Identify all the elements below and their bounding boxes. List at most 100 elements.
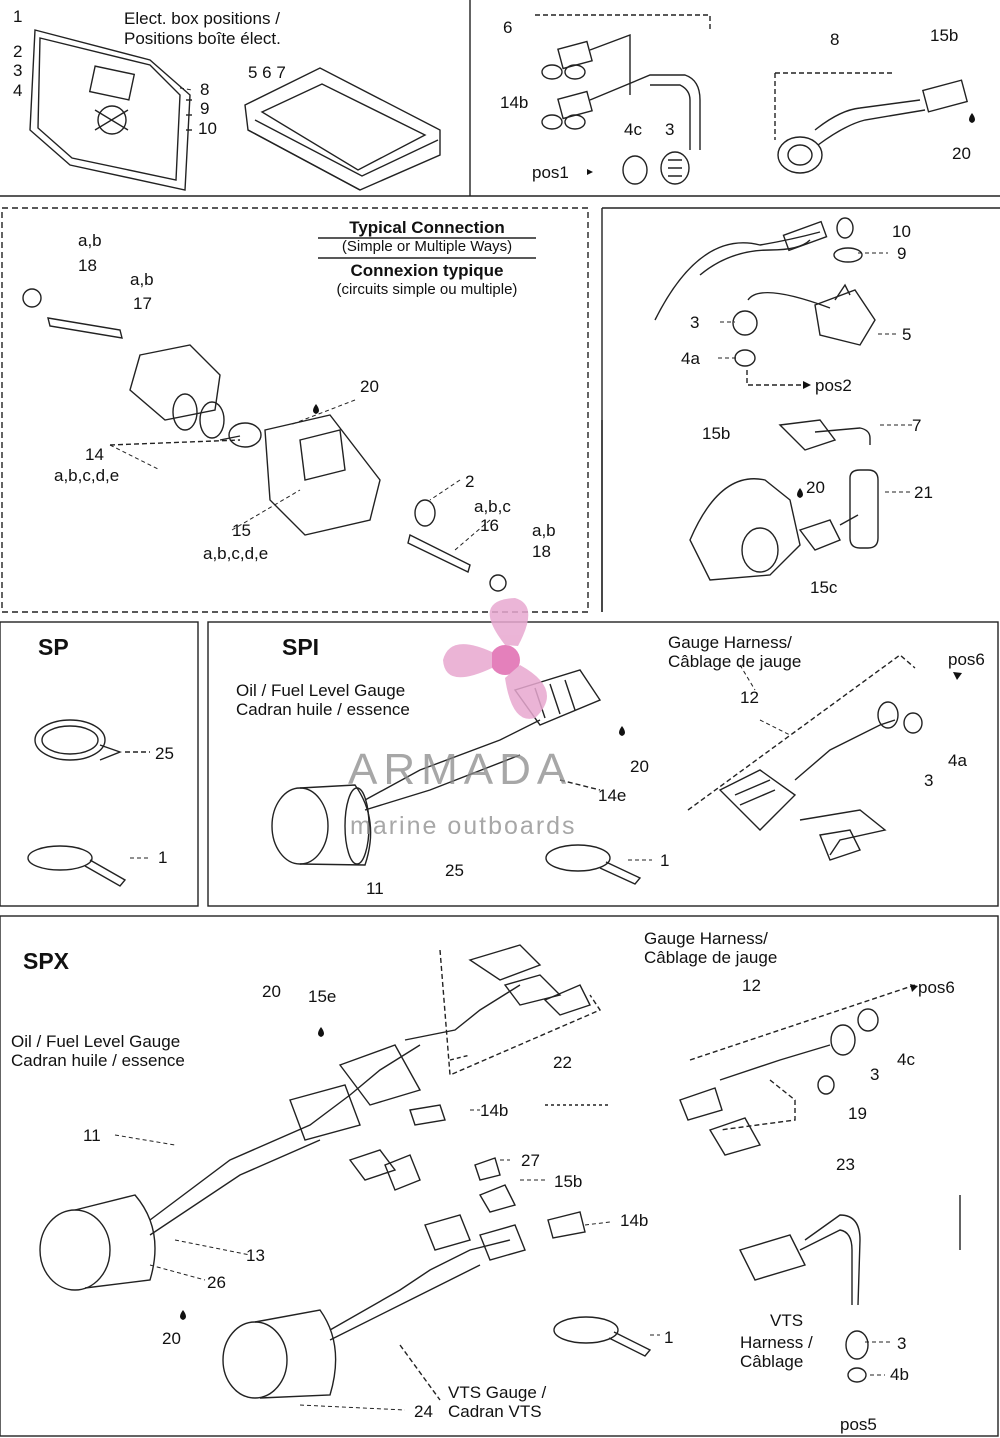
callout-4c: 4c bbox=[624, 120, 642, 139]
callout-8: 8 bbox=[200, 80, 210, 99]
callout-14-sub: a,b,c,d,e bbox=[54, 466, 120, 485]
callout-15: 15 bbox=[232, 521, 251, 540]
vts-harness-label-1: VTS bbox=[770, 1311, 804, 1330]
callout-3: 3 bbox=[690, 313, 700, 332]
callout-12: 12 bbox=[742, 976, 761, 995]
callout-15b: 15b bbox=[554, 1172, 583, 1191]
callout-15e: 15e bbox=[308, 987, 337, 1006]
pos2-label: pos2 bbox=[815, 376, 852, 395]
connector-assembly-6 bbox=[535, 14, 711, 185]
callout-25: 25 bbox=[155, 744, 174, 763]
callout-20: 20 bbox=[952, 144, 971, 163]
watermark-tagline: marine outboards bbox=[350, 812, 577, 840]
callout-18: 18 bbox=[532, 542, 551, 561]
callout-20: 20 bbox=[806, 478, 825, 497]
typical-title-fr: Connexion typique bbox=[350, 261, 504, 280]
watermark-brand: ARMADA bbox=[348, 745, 573, 794]
callout-4a: 4a bbox=[948, 751, 967, 770]
callout-ab: a,b bbox=[532, 521, 556, 540]
callout-13: 13 bbox=[246, 1246, 265, 1265]
drop-icon bbox=[313, 404, 319, 414]
callout-9: 9 bbox=[897, 244, 907, 263]
spi-harness-label-en: Gauge Harness/ bbox=[668, 633, 792, 652]
armada-logo bbox=[443, 598, 547, 719]
callout-5-6-7: 5 6 7 bbox=[248, 63, 286, 82]
callout-20: 20 bbox=[630, 757, 649, 776]
callout-12: 12 bbox=[740, 688, 759, 707]
callout-10: 10 bbox=[198, 119, 217, 138]
callout-4a: 4a bbox=[681, 349, 700, 368]
lubricant-drop-icons bbox=[180, 113, 975, 1320]
callout-3: 3 bbox=[924, 771, 934, 790]
callout-4c: 4c bbox=[897, 1050, 915, 1069]
typical-sub-en: (Simple or Multiple Ways) bbox=[341, 238, 513, 255]
callout-18: 18 bbox=[78, 256, 97, 275]
pos6-label: pos6 bbox=[918, 978, 955, 997]
spx-harness-label-en: Gauge Harness/ bbox=[644, 929, 768, 948]
vts-harness-label-3: Câblage bbox=[740, 1352, 804, 1371]
callout-7: 7 bbox=[912, 416, 922, 435]
spi-gauge-harness bbox=[687, 654, 923, 861]
arrow-icon bbox=[953, 672, 962, 680]
callout-10: 10 bbox=[892, 222, 911, 241]
callout-15-sub: a,b,c,d,e bbox=[203, 544, 269, 563]
callout-24: 24 bbox=[414, 1402, 433, 1421]
callout-3: 3 bbox=[870, 1065, 880, 1084]
spi-harness-label-fr: Câblage de jauge bbox=[668, 652, 802, 671]
arrow-icon bbox=[587, 169, 593, 175]
callout-20b: 20 bbox=[162, 1329, 181, 1348]
callout-1: 1 bbox=[158, 848, 168, 867]
callout-11: 11 bbox=[83, 1126, 101, 1145]
electrical-box-front bbox=[29, 29, 192, 191]
spx-gauge-harness bbox=[679, 984, 916, 1156]
callout-1: 1 bbox=[664, 1328, 674, 1347]
spi-gauge-label-fr: Cadran huile / essence bbox=[236, 700, 410, 719]
callout-14b: 14b bbox=[480, 1101, 509, 1120]
elect-box-title-1: Elect. box positions / bbox=[124, 9, 280, 28]
callout-9: 9 bbox=[200, 99, 210, 118]
callout-ab: a,b bbox=[130, 270, 154, 289]
callout-25: 25 bbox=[445, 861, 464, 880]
callout-20: 20 bbox=[360, 377, 379, 396]
typical-sub-fr: (circuits simple ou multiple) bbox=[336, 281, 518, 298]
callout-2: 2 bbox=[465, 472, 475, 491]
spx-title: SPX bbox=[23, 948, 70, 974]
elect-box-title-2: Positions boîte élect. bbox=[124, 29, 281, 48]
callout-4b: 4b bbox=[890, 1365, 909, 1384]
callout-5: 5 bbox=[902, 325, 912, 344]
sp-clamp-25 bbox=[34, 719, 150, 761]
drop-icon bbox=[619, 726, 625, 736]
callout-3: 3 bbox=[13, 61, 23, 80]
callout-27: 27 bbox=[521, 1151, 540, 1170]
spx-harness-label-fr: Câblage de jauge bbox=[644, 948, 778, 967]
spx-vts-harness-23 bbox=[739, 1195, 961, 1383]
callout-15b: 15b bbox=[930, 26, 959, 45]
spx-main-harness bbox=[39, 944, 602, 1291]
callout-23: 23 bbox=[836, 1155, 855, 1174]
electrical-box-tray bbox=[244, 67, 441, 191]
typical-title-en: Typical Connection bbox=[349, 218, 505, 237]
callout-14b: 14b bbox=[500, 93, 529, 112]
drop-icon bbox=[969, 113, 975, 123]
spi-gauge-label-en: Oil / Fuel Level Gauge bbox=[236, 681, 406, 700]
pos5-label: pos5 bbox=[840, 1415, 877, 1434]
spx-vts-gauge-label-fr: Cadran VTS bbox=[448, 1402, 542, 1421]
drop-icon bbox=[318, 1027, 324, 1037]
typical-connection-assembly bbox=[22, 237, 536, 592]
callout-11: 11 bbox=[366, 879, 384, 898]
spx-vts-gauge-label-en: VTS Gauge / bbox=[448, 1383, 547, 1402]
callout-15b: 15b bbox=[702, 424, 731, 443]
sp-title: SP bbox=[38, 634, 69, 660]
callout-14e: 14e bbox=[598, 786, 627, 805]
key-switch-assembly bbox=[654, 217, 876, 386]
callout-17: 17 bbox=[133, 294, 152, 313]
arrow-icon bbox=[803, 381, 811, 389]
pos6-label: pos6 bbox=[948, 650, 985, 669]
callout-3: 3 bbox=[665, 120, 675, 139]
callout-1: 1 bbox=[660, 851, 670, 870]
callout-2: 2 bbox=[13, 42, 23, 61]
callout-26: 26 bbox=[207, 1273, 226, 1292]
callout-20: 20 bbox=[262, 982, 281, 1001]
callout-14b-2: 14b bbox=[620, 1211, 649, 1230]
